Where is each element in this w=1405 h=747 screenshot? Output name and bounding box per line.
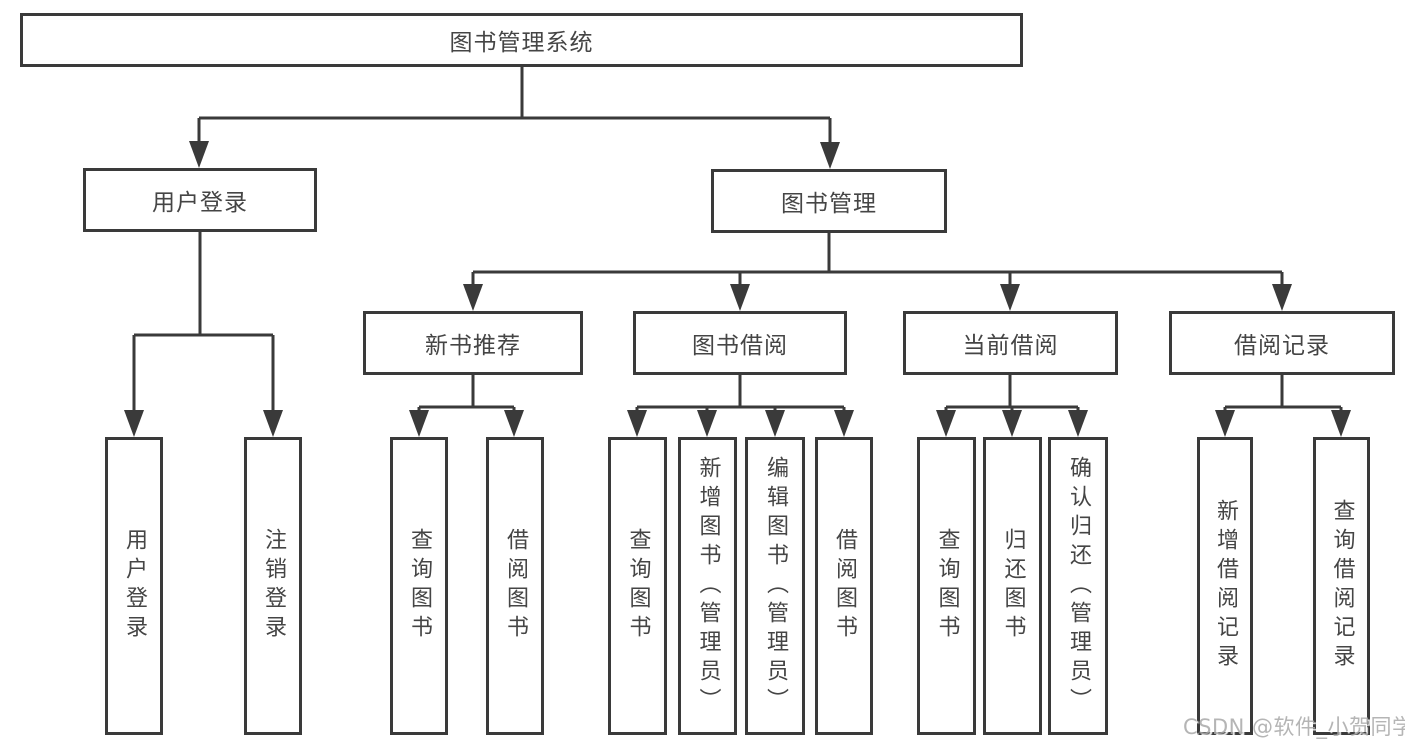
- node-borrow-records: 借阅记录: [1169, 311, 1395, 375]
- leaf-borrowsec-query-book-label: 查询图书: [625, 528, 651, 644]
- node-book-borrow-label: 图书借阅: [692, 333, 788, 359]
- leaf-return-book: 归还图书: [983, 437, 1042, 735]
- leaf-borrowsec-borrow-book: 借阅图书: [815, 437, 873, 735]
- leaf-newbook-query-book: 查询图书: [390, 437, 448, 735]
- leaf-user-login: 用户登录: [105, 437, 163, 735]
- leaf-return-book-label: 归还图书: [1000, 528, 1026, 644]
- node-root-system: 图书管理系统: [20, 13, 1023, 67]
- csdn-watermark: CSDN @软件_小贺同学: [1183, 715, 1405, 739]
- leaf-newbook-borrow-book: 借阅图书: [486, 437, 544, 735]
- node-current-borrow-label: 当前借阅: [962, 333, 1059, 359]
- leaf-add-book-admin-label: 新增图书（管理员）: [695, 455, 721, 717]
- leaf-add-borrow-record-label: 新增借阅记录: [1213, 499, 1238, 673]
- leaf-edit-book-admin-label: 编辑图书（管理员）: [763, 455, 788, 717]
- leaf-logout-label: 注销登录: [261, 528, 286, 644]
- node-book-mgmt-group-label: 图书管理: [781, 191, 877, 217]
- leaf-add-borrow-record: 新增借阅记录: [1197, 437, 1253, 735]
- leaf-confirm-return-admin: 确认归还（管理员）: [1048, 437, 1108, 735]
- leaf-current-query-book-label: 查询图书: [934, 528, 960, 644]
- leaf-newbook-borrow-book-label: 借阅图书: [503, 528, 528, 644]
- leaf-query-borrow-record-label: 查询借阅记录: [1329, 499, 1355, 673]
- node-user-login-group-label: 用户登录: [152, 190, 248, 216]
- node-borrow-records-label: 借阅记录: [1234, 333, 1330, 359]
- node-book-mgmt-group: 图书管理: [711, 169, 947, 233]
- leaf-borrowsec-borrow-book-label: 借阅图书: [832, 528, 857, 644]
- node-root-system-label: 图书管理系统: [449, 30, 594, 56]
- leaf-query-borrow-record: 查询借阅记录: [1313, 437, 1370, 735]
- leaf-logout: 注销登录: [244, 437, 302, 735]
- node-new-book-rec: 新书推荐: [363, 311, 583, 375]
- leaf-user-login-label: 用户登录: [122, 528, 147, 644]
- leaf-current-query-book: 查询图书: [917, 437, 976, 735]
- node-user-login-group: 用户登录: [83, 168, 317, 232]
- node-book-borrow: 图书借阅: [633, 311, 847, 375]
- node-current-borrow: 当前借阅: [903, 311, 1118, 375]
- leaf-add-book-admin: 新增图书（管理员）: [678, 437, 737, 735]
- leaf-edit-book-admin: 编辑图书（管理员）: [745, 437, 805, 735]
- leaf-borrowsec-query-book: 查询图书: [608, 437, 667, 735]
- leaf-newbook-query-book-label: 查询图书: [407, 528, 432, 644]
- node-new-book-rec-label: 新书推荐: [425, 333, 521, 359]
- leaf-confirm-return-admin-label: 确认归还（管理员）: [1066, 455, 1091, 717]
